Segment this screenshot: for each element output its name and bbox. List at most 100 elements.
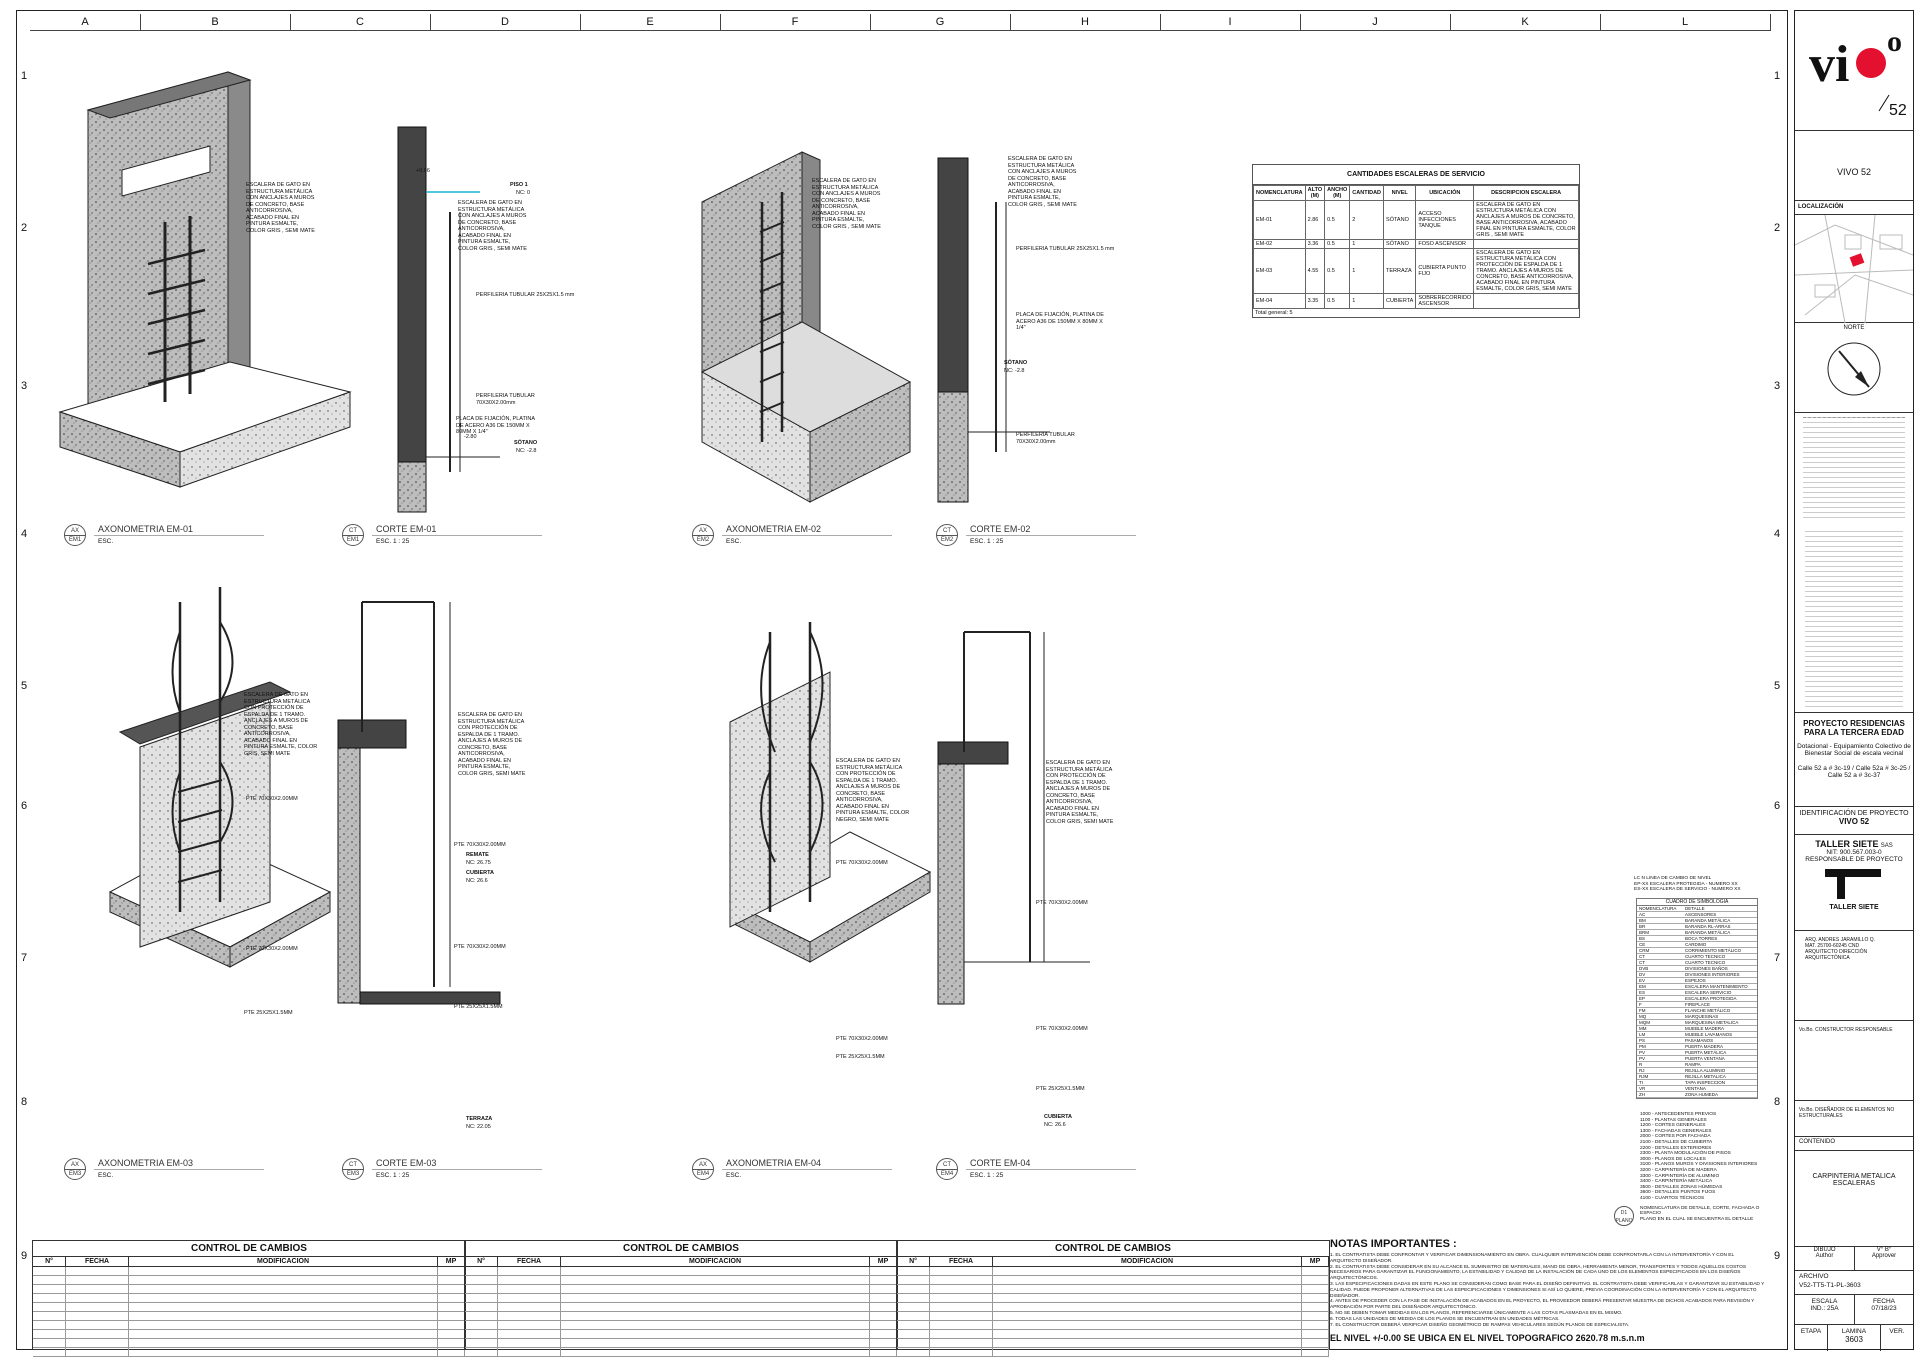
change-control-cell[interactable] bbox=[33, 1311, 66, 1321]
change-control-cell[interactable] bbox=[437, 1293, 465, 1303]
change-control-cell[interactable] bbox=[1301, 1275, 1329, 1285]
change-control-cell[interactable] bbox=[992, 1311, 1302, 1321]
change-control-cell[interactable] bbox=[465, 1284, 498, 1294]
change-control-cell[interactable] bbox=[65, 1293, 129, 1303]
change-control-cell[interactable] bbox=[992, 1338, 1302, 1348]
change-control-cell[interactable] bbox=[1301, 1284, 1329, 1294]
change-control-cell[interactable] bbox=[929, 1266, 993, 1276]
change-control-cell[interactable] bbox=[128, 1302, 438, 1312]
change-control-cell[interactable] bbox=[897, 1302, 930, 1312]
change-control-cell[interactable] bbox=[497, 1311, 561, 1321]
change-control-cell[interactable] bbox=[437, 1320, 465, 1330]
change-control-cell[interactable] bbox=[897, 1284, 930, 1294]
change-control-cell[interactable] bbox=[465, 1266, 498, 1276]
change-control-cell[interactable] bbox=[560, 1302, 870, 1312]
change-control-cell[interactable] bbox=[497, 1293, 561, 1303]
change-control-cell[interactable] bbox=[560, 1338, 870, 1348]
change-control-cell[interactable] bbox=[465, 1311, 498, 1321]
change-control-cell[interactable] bbox=[33, 1347, 66, 1357]
change-control-cell[interactable] bbox=[869, 1266, 897, 1276]
change-control-cell[interactable] bbox=[465, 1293, 498, 1303]
change-control-cell[interactable] bbox=[560, 1293, 870, 1303]
change-control-cell[interactable] bbox=[33, 1293, 66, 1303]
change-control-cell[interactable] bbox=[128, 1266, 438, 1276]
change-control-cell[interactable] bbox=[992, 1293, 1302, 1303]
change-control-cell[interactable] bbox=[992, 1266, 1302, 1276]
change-control-cell[interactable] bbox=[897, 1293, 930, 1303]
change-control-cell[interactable] bbox=[869, 1293, 897, 1303]
change-control-cell[interactable] bbox=[929, 1320, 993, 1330]
change-control-cell[interactable] bbox=[128, 1329, 438, 1339]
change-control-cell[interactable] bbox=[869, 1302, 897, 1312]
change-control-cell[interactable] bbox=[437, 1329, 465, 1339]
change-control-cell[interactable] bbox=[465, 1275, 498, 1285]
change-control-cell[interactable] bbox=[65, 1284, 129, 1294]
change-control-cell[interactable] bbox=[497, 1329, 561, 1339]
change-control-cell[interactable] bbox=[1301, 1302, 1329, 1312]
change-control-cell[interactable] bbox=[929, 1338, 993, 1348]
change-control-cell[interactable] bbox=[1301, 1338, 1329, 1348]
change-control-cell[interactable] bbox=[497, 1302, 561, 1312]
change-control-cell[interactable] bbox=[992, 1284, 1302, 1294]
change-control-cell[interactable] bbox=[497, 1338, 561, 1348]
change-control-cell[interactable] bbox=[65, 1266, 129, 1276]
change-control-cell[interactable] bbox=[992, 1329, 1302, 1339]
change-control-cell[interactable] bbox=[128, 1284, 438, 1294]
change-control-cell[interactable] bbox=[33, 1338, 66, 1348]
change-control-cell[interactable] bbox=[437, 1275, 465, 1285]
change-control-cell[interactable] bbox=[497, 1320, 561, 1330]
change-control-cell[interactable] bbox=[869, 1311, 897, 1321]
change-control-cell[interactable] bbox=[992, 1302, 1302, 1312]
change-control-cell[interactable] bbox=[128, 1320, 438, 1330]
change-control-cell[interactable] bbox=[560, 1266, 870, 1276]
change-control-cell[interactable] bbox=[65, 1320, 129, 1330]
change-control-cell[interactable] bbox=[560, 1275, 870, 1285]
change-control-cell[interactable] bbox=[992, 1275, 1302, 1285]
change-control-cell[interactable] bbox=[929, 1293, 993, 1303]
change-control-cell[interactable] bbox=[897, 1311, 930, 1321]
change-control-cell[interactable] bbox=[33, 1320, 66, 1330]
change-control-cell[interactable] bbox=[929, 1329, 993, 1339]
change-control-cell[interactable] bbox=[929, 1275, 993, 1285]
change-control-cell[interactable] bbox=[897, 1266, 930, 1276]
change-control-cell[interactable] bbox=[560, 1347, 870, 1357]
change-control-cell[interactable] bbox=[869, 1275, 897, 1285]
change-control-cell[interactable] bbox=[897, 1347, 930, 1357]
change-control-cell[interactable] bbox=[33, 1275, 66, 1285]
change-control-cell[interactable] bbox=[65, 1311, 129, 1321]
change-control-cell[interactable] bbox=[437, 1338, 465, 1348]
change-control-cell[interactable] bbox=[1301, 1311, 1329, 1321]
change-control-cell[interactable] bbox=[497, 1266, 561, 1276]
change-control-cell[interactable] bbox=[929, 1311, 993, 1321]
change-control-cell[interactable] bbox=[897, 1320, 930, 1330]
change-control-cell[interactable] bbox=[437, 1311, 465, 1321]
change-control-cell[interactable] bbox=[65, 1275, 129, 1285]
change-control-cell[interactable] bbox=[128, 1311, 438, 1321]
change-control-cell[interactable] bbox=[869, 1329, 897, 1339]
change-control-cell[interactable] bbox=[465, 1347, 498, 1357]
change-control-cell[interactable] bbox=[497, 1284, 561, 1294]
change-control-cell[interactable] bbox=[869, 1320, 897, 1330]
change-control-cell[interactable] bbox=[33, 1284, 66, 1294]
change-control-cell[interactable] bbox=[1301, 1347, 1329, 1357]
change-control-cell[interactable] bbox=[897, 1338, 930, 1348]
change-control-cell[interactable] bbox=[929, 1302, 993, 1312]
change-control-cell[interactable] bbox=[437, 1302, 465, 1312]
change-control-cell[interactable] bbox=[465, 1302, 498, 1312]
change-control-cell[interactable] bbox=[929, 1284, 993, 1294]
change-control-cell[interactable] bbox=[869, 1284, 897, 1294]
change-control-cell[interactable] bbox=[465, 1338, 498, 1348]
change-control-cell[interactable] bbox=[869, 1338, 897, 1348]
change-control-cell[interactable] bbox=[128, 1347, 438, 1357]
change-control-cell[interactable] bbox=[497, 1275, 561, 1285]
change-control-cell[interactable] bbox=[128, 1293, 438, 1303]
change-control-cell[interactable] bbox=[1301, 1266, 1329, 1276]
change-control-cell[interactable] bbox=[437, 1347, 465, 1357]
change-control-cell[interactable] bbox=[65, 1347, 129, 1357]
change-control-cell[interactable] bbox=[992, 1320, 1302, 1330]
change-control-cell[interactable] bbox=[560, 1284, 870, 1294]
change-control-cell[interactable] bbox=[869, 1347, 897, 1357]
change-control-cell[interactable] bbox=[465, 1320, 498, 1330]
change-control-cell[interactable] bbox=[1301, 1329, 1329, 1339]
change-control-cell[interactable] bbox=[560, 1320, 870, 1330]
